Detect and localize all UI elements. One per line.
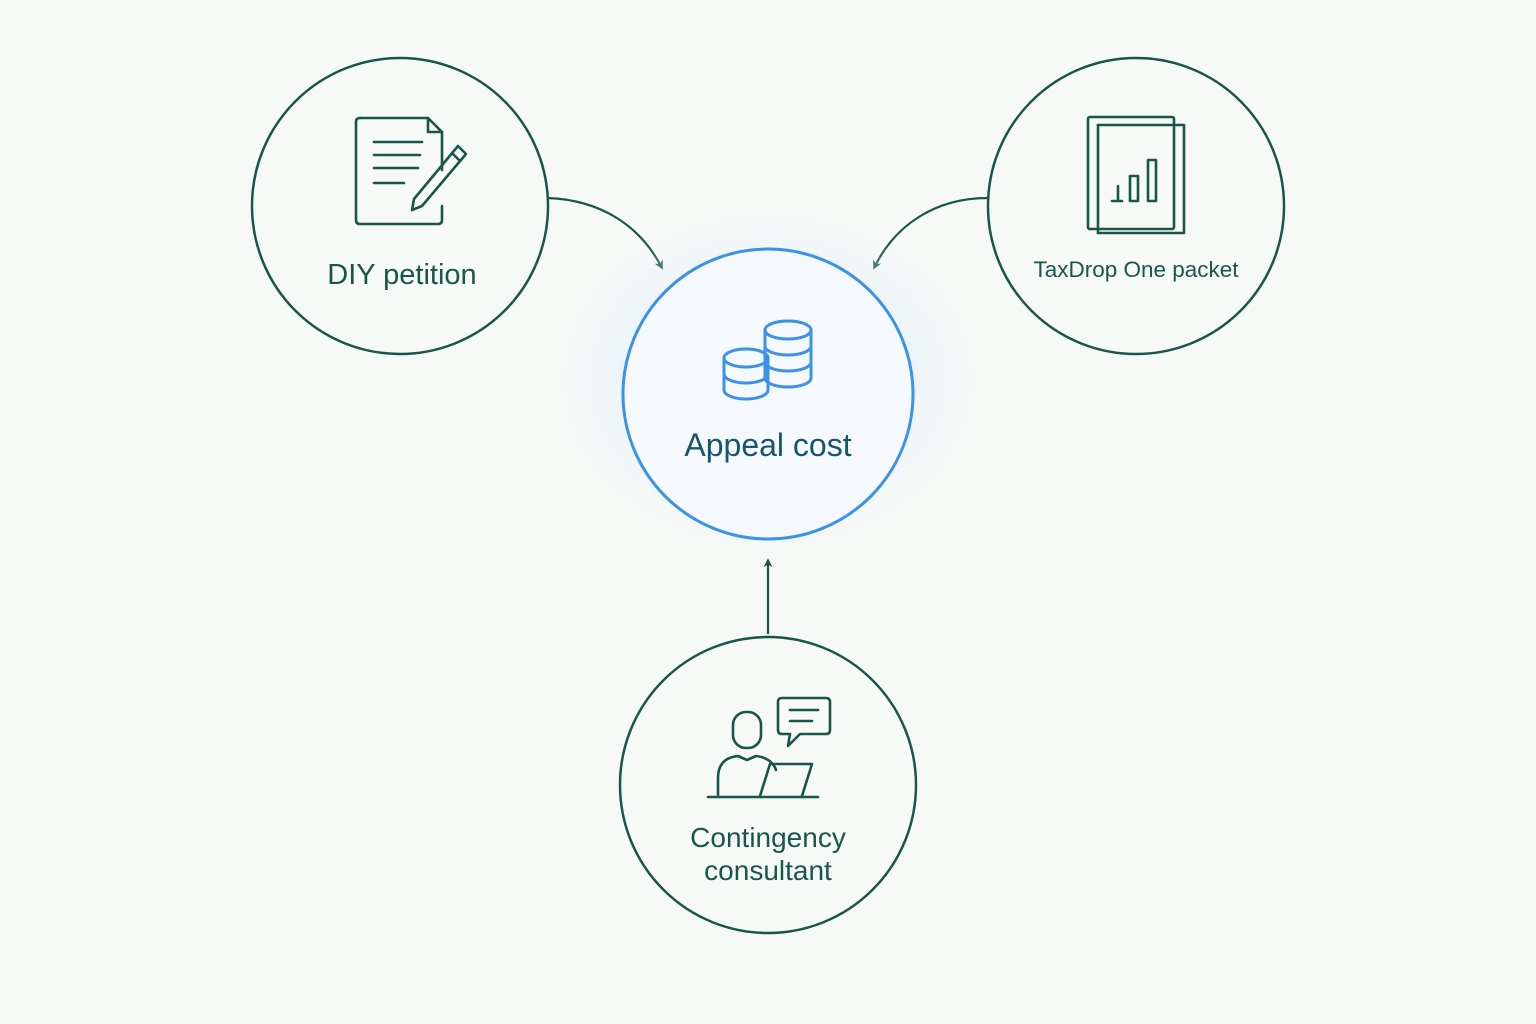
node-circle (986, 56, 1286, 356)
document-pen-icon (354, 116, 468, 226)
node-contingency-consultant: Contingency consultant (618, 635, 918, 935)
consultant-chat-icon (706, 696, 832, 799)
node-label-line-1: Contingency (690, 822, 846, 853)
center-label: Appeal cost (684, 427, 851, 463)
node-taxdrop-one-packet: TaxDrop One packet (986, 56, 1286, 356)
center-node-appeal-cost: Appeal cost (556, 210, 980, 550)
node-label: TaxDrop One packet (1033, 257, 1239, 282)
center-circle (621, 247, 915, 541)
report-chart-icon (1086, 115, 1186, 235)
node-label-line-2: consultant (704, 855, 832, 886)
coins-stack-icon (722, 319, 813, 401)
node-circle (250, 56, 550, 356)
node-diy-petition: DIY petition (250, 56, 550, 356)
node-label: DIY petition (327, 259, 476, 291)
node-circle (618, 635, 918, 935)
